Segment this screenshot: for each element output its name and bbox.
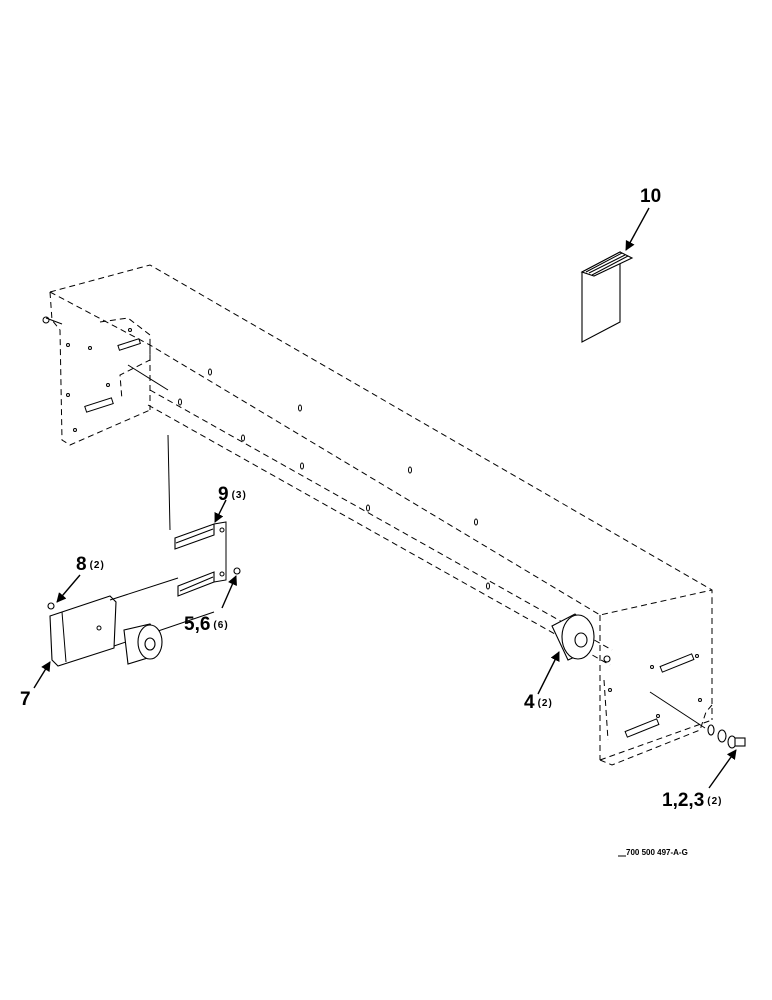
callout-8: 8(2) [76,554,105,575]
svg-text:700 500 497-A-G: 700 500 497-A-G [626,848,688,857]
svg-text:10: 10 [640,186,661,207]
frame-beam [49,264,713,761]
callout-4: 4(2) [524,692,553,713]
leader-arrows [33,207,737,789]
hinge-brackets [174,521,227,597]
callout-7: 7 [20,689,31,710]
callout-5-6: 5,6(6) [184,614,229,635]
cover-plate [49,577,215,667]
bolt-washer-nut [707,724,746,749]
callout-1-2-3: 1,2,3(2) [662,790,723,811]
left-end-plate [42,291,171,531]
callout-10: 10 [640,186,661,207]
roller-right [551,613,595,661]
svg-text:1,2,3(2): 1,2,3(2) [662,790,723,811]
right-end-plate [599,653,713,766]
svg-text:7: 7 [20,689,31,710]
svg-text:8(2): 8(2) [76,554,105,575]
figure-reference: 700 500 497-A-G [618,848,688,857]
svg-text:5,6(6): 5,6(6) [184,614,229,635]
roller-left [123,623,163,665]
fastener-pins [47,567,611,663]
manual-booklet [580,251,634,343]
callout-9: 9(3) [218,484,247,505]
svg-text:4(2): 4(2) [524,692,553,713]
beam-holes [178,368,490,590]
svg-text:9(3): 9(3) [218,484,247,505]
